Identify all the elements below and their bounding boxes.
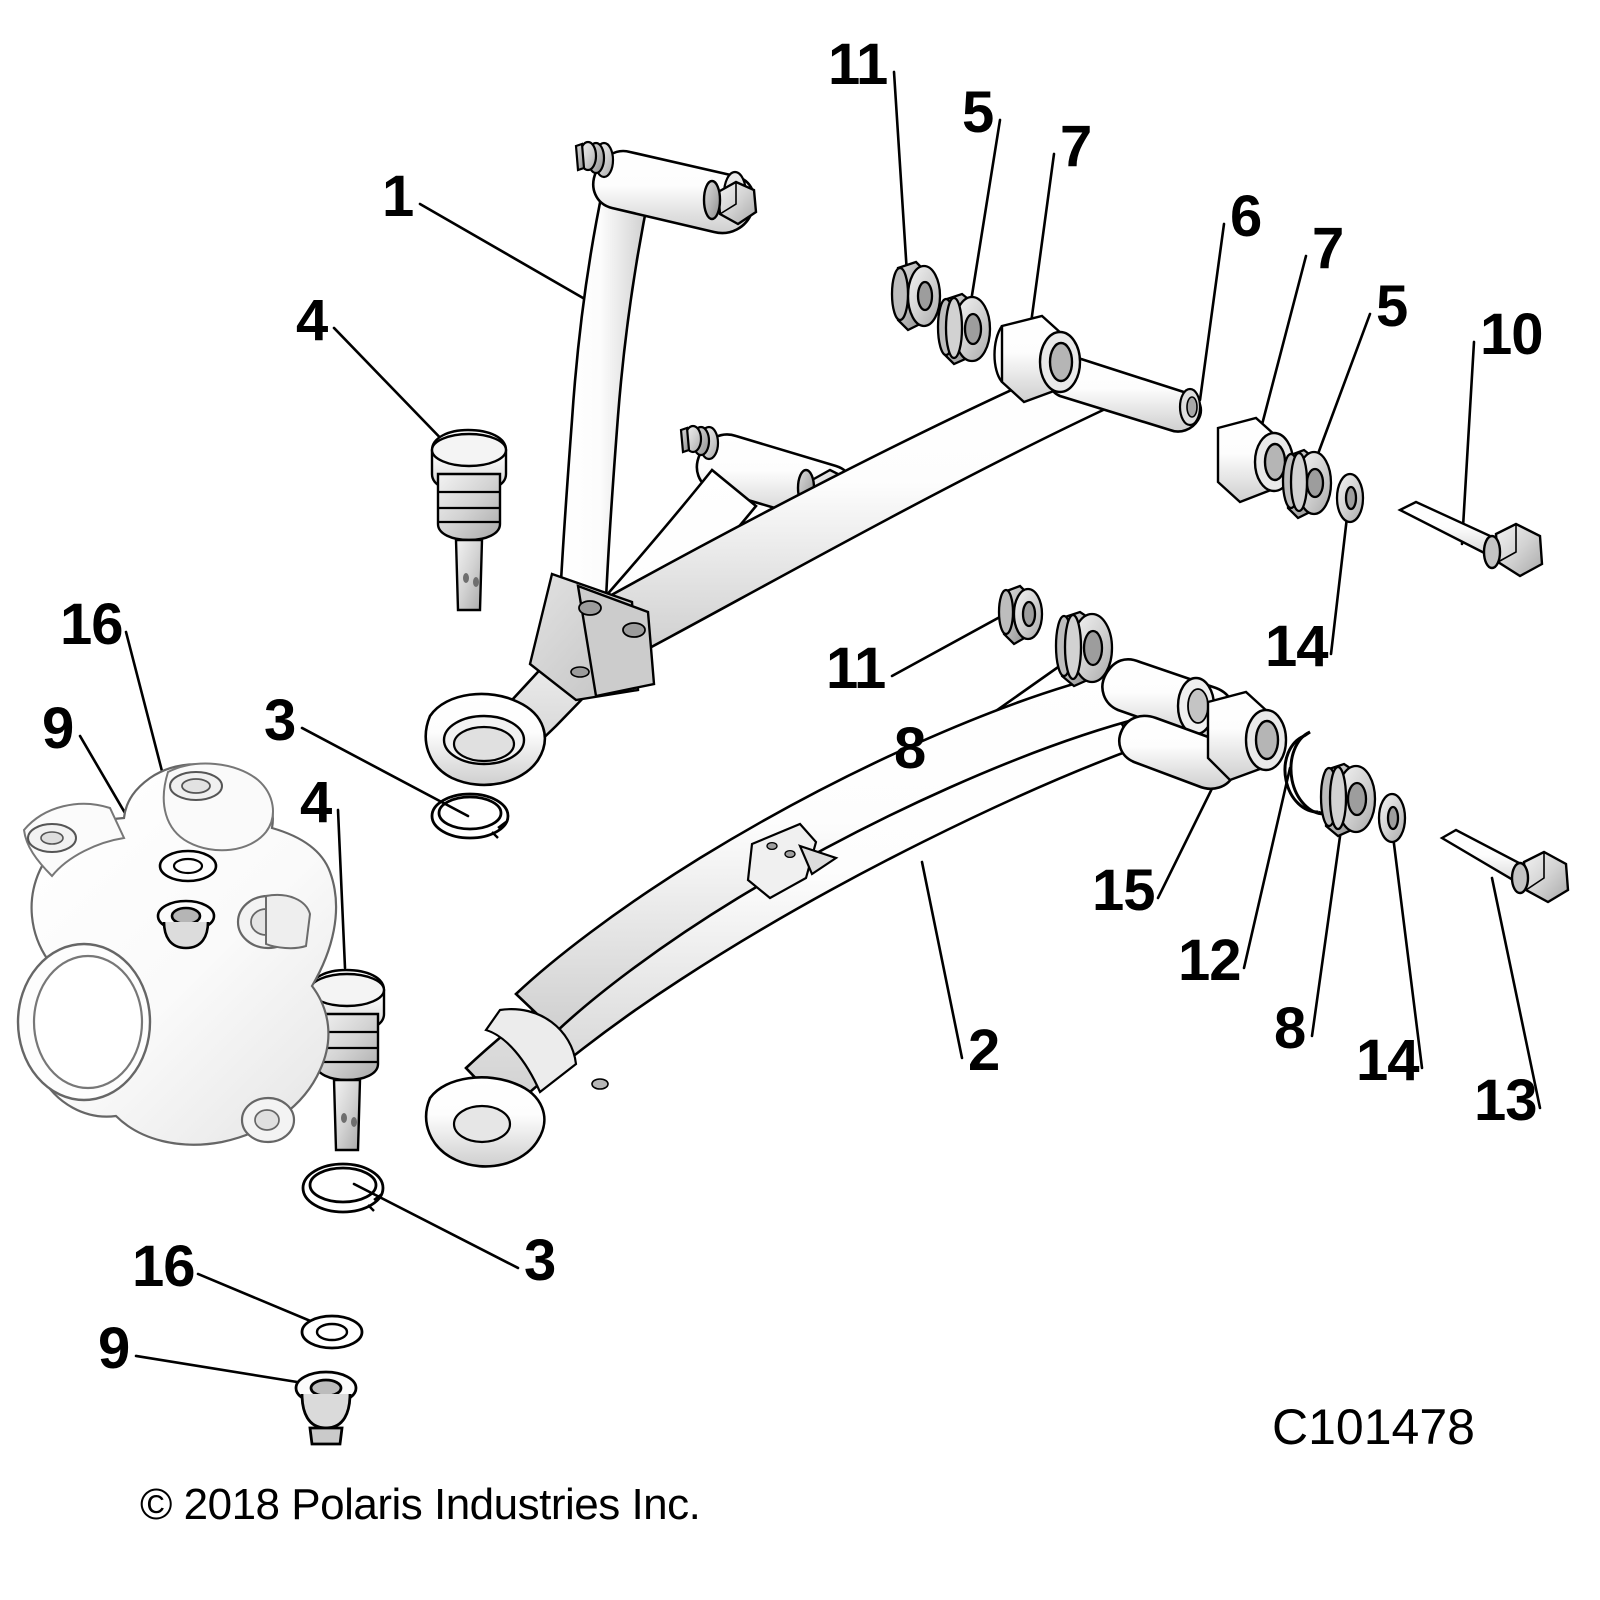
part-snap-ring-lower xyxy=(301,1162,385,1214)
part-steering-knuckle xyxy=(16,762,338,1146)
leader-line-14 xyxy=(1329,498,1351,656)
callout-2: 2 xyxy=(968,1018,1000,1083)
part-ball-joint-upper xyxy=(430,428,508,612)
callout-3: 3 xyxy=(264,688,296,753)
part-upper-a-arm xyxy=(424,140,1203,787)
callout-16: 16 xyxy=(132,1234,196,1299)
callout-8: 8 xyxy=(1274,996,1306,1061)
leader-line-13 xyxy=(1490,876,1542,1110)
callout-11: 11 xyxy=(828,32,888,97)
leader-line-4 xyxy=(336,808,347,970)
callout-12: 12 xyxy=(1178,928,1242,993)
leader-line-5 xyxy=(967,118,1002,316)
leader-line-10 xyxy=(1460,340,1476,546)
leader-line-12 xyxy=(1242,766,1292,970)
callout-1: 1 xyxy=(382,164,414,229)
callout-10: 10 xyxy=(1480,302,1544,367)
callout-9: 9 xyxy=(98,1316,130,1381)
callout-3: 3 xyxy=(524,1228,556,1293)
callout-13: 13 xyxy=(1474,1068,1538,1133)
callout-6: 6 xyxy=(1230,184,1262,249)
part-lower-a-arm xyxy=(424,658,1238,1168)
leader-line-11 xyxy=(892,70,909,276)
part-washer-loose xyxy=(300,1314,364,1350)
leader-line-6 xyxy=(1198,222,1226,402)
callout-15: 15 xyxy=(1092,858,1156,923)
leader-line-3 xyxy=(352,1182,520,1270)
callout-5: 5 xyxy=(962,80,994,145)
hardware-lower-right xyxy=(1206,690,1570,904)
leader-line-9 xyxy=(134,1354,324,1388)
leader-line-1 xyxy=(418,202,592,304)
leader-line-7 xyxy=(1027,152,1056,340)
drawing-number: C101478 xyxy=(1272,1399,1475,1455)
part-grease-plug-loose xyxy=(294,1370,358,1446)
callout-7: 7 xyxy=(1060,114,1092,179)
hardware-upper-right xyxy=(1216,416,1544,578)
leader-line-2 xyxy=(920,860,964,1060)
callout-4: 4 xyxy=(296,288,328,353)
hardware-upper-left xyxy=(890,260,1082,404)
callout-4: 4 xyxy=(300,770,332,835)
hardware-lower-left xyxy=(997,584,1114,688)
copyright-notice: © 2018 Polaris Industries Inc. xyxy=(140,1480,701,1529)
callout-14: 14 xyxy=(1265,614,1329,679)
callout-14: 14 xyxy=(1356,1028,1420,1093)
callout-11: 11 xyxy=(826,636,886,701)
callout-16: 16 xyxy=(60,592,124,657)
part-snap-ring-upper xyxy=(430,792,510,840)
leader-line-4 xyxy=(332,326,454,452)
part-ball-joint-lower xyxy=(308,968,386,1152)
callout-7: 7 xyxy=(1312,216,1344,281)
callout-9: 9 xyxy=(42,696,74,761)
leader-line-7 xyxy=(1256,254,1308,442)
leader-line-14 xyxy=(1390,826,1424,1070)
leader-line-8 xyxy=(1310,806,1346,1038)
callout-8: 8 xyxy=(894,716,926,781)
leader-line-5 xyxy=(1310,312,1372,472)
callout-5: 5 xyxy=(1376,274,1408,339)
